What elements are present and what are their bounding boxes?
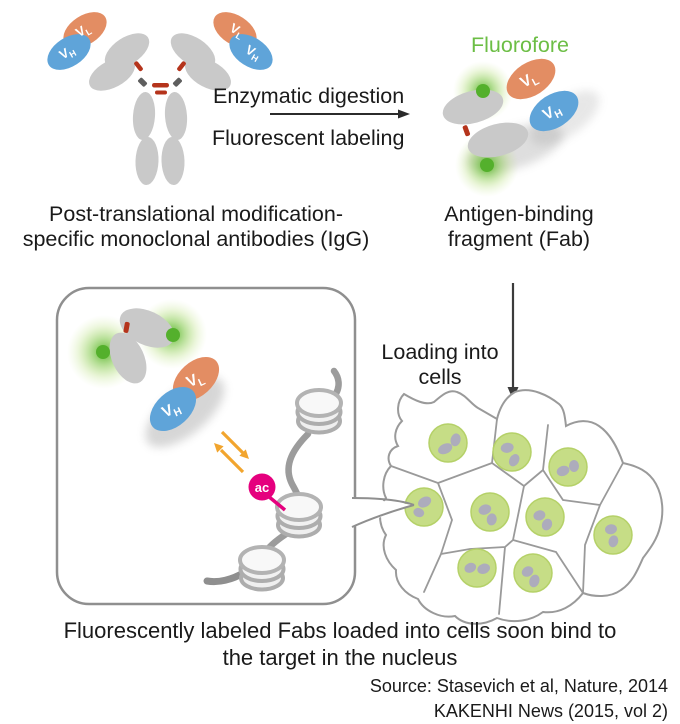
fab-caption-line1: Antigen-binding: [444, 202, 594, 226]
source-line1: Source: Stasevich et al, Nature, 2014: [369, 676, 668, 696]
nucleosome: [275, 492, 323, 539]
loading-line2: cells: [418, 365, 462, 389]
bottom-caption: Fluorescently labeled Fabs loaded into c…: [18, 617, 662, 671]
cell-walls: [390, 418, 624, 615]
nucleosome: [295, 388, 343, 435]
cell-nucleus: [457, 548, 497, 588]
fab-disulfide-mark: [123, 321, 130, 333]
fluorophore-label: Fluorofore: [471, 33, 569, 57]
igg-caption-line2: specific monoclonal antibodies (IgG): [22, 227, 370, 251]
ac-label: ac: [255, 480, 269, 495]
loading-into-cells-label: Loading into cells: [372, 340, 508, 390]
cell-nucleus: [548, 447, 588, 487]
cell-nucleus: [404, 487, 444, 527]
fluorophore-dot: [476, 84, 490, 98]
fluorophore-dot: [166, 328, 180, 342]
cell-nucleus: [428, 423, 468, 463]
callout-box: VL VH ac: [55, 286, 415, 606]
loading-line1: Loading into: [381, 340, 499, 364]
cell-nucleus: [470, 492, 510, 532]
source-attribution: Source: Stasevich et al, Nature, 2014 KA…: [300, 674, 668, 724]
cell-nucleus: [513, 553, 553, 593]
source-line2: KAKENHI News (2015, vol 2): [433, 701, 668, 721]
igg-antibody: VL VH VL VH: [40, 4, 280, 185]
fab-caption: Antigen-binding fragment (Fab): [428, 202, 610, 252]
cell-nucleus: [593, 515, 633, 555]
igg-hinge-disulfide-bonds: [152, 83, 169, 95]
nucleosome: [238, 545, 286, 592]
fluorophore-dot: [480, 158, 494, 172]
cell-nucleus: [492, 432, 532, 472]
chromatin: [203, 367, 343, 592]
acetylation-mark: ac: [248, 473, 287, 512]
fluorophore-dot: [96, 345, 110, 359]
fab-disulfide-mark: [462, 125, 471, 137]
igg-fc-region: [132, 92, 188, 185]
fab-caption-line2: fragment (Fab): [447, 227, 591, 251]
cell-nuclei: [404, 423, 633, 593]
reaction-arrow-icon: [270, 109, 410, 119]
bottom-caption-line2: the target in the nucleus: [222, 645, 458, 670]
fluorescent-labeling-label: Fluorescent labeling: [212, 126, 405, 150]
equilibrium-arrows-icon: [214, 430, 249, 474]
igg-caption: Post-translational modification- specifi…: [0, 202, 392, 252]
down-arrow-icon: [507, 283, 519, 400]
fab-in-nucleus: VL VH: [67, 299, 225, 448]
fab-fragment: VL VH: [442, 58, 600, 197]
enzymatic-digestion-label: Enzymatic digestion: [213, 84, 405, 108]
cell-nucleus: [525, 497, 565, 537]
igg-caption-line1: Post-translational modification-: [49, 202, 343, 226]
bottom-caption-line1: Fluorescently labeled Fabs loaded into c…: [63, 618, 617, 643]
